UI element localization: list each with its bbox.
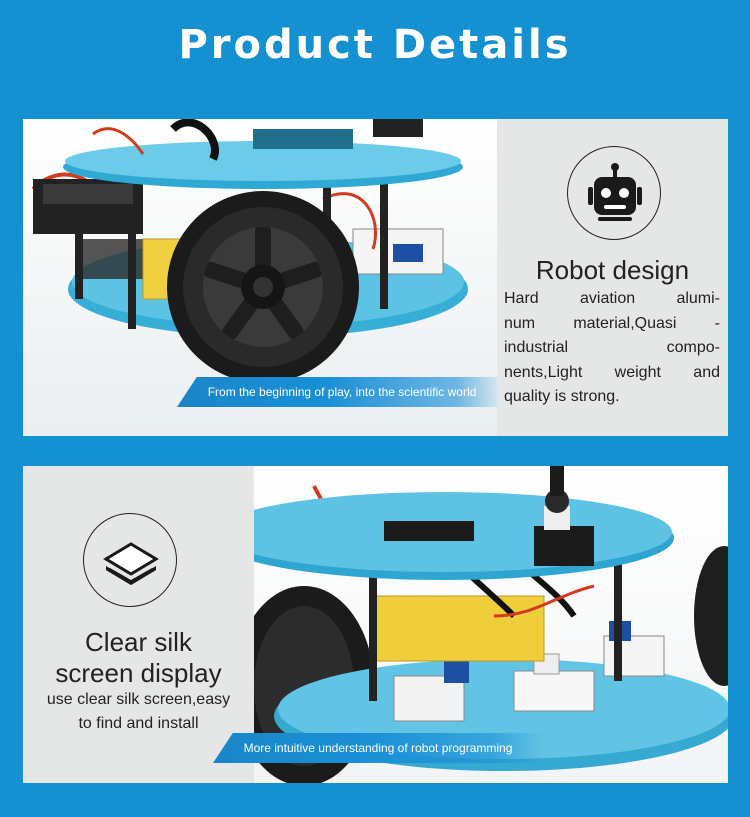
robot-car-front-photo [23, 119, 497, 436]
feature-panel-robot-design: From the beginning of play, into the sci… [23, 119, 728, 436]
feature-info-robot-design: Robot design Hard aviation alumi- num ma… [497, 119, 728, 436]
tagline-banner: From the beginning of play, into the sci… [177, 377, 507, 407]
tagline-text: From the beginning of play, into the sci… [207, 385, 477, 399]
page-title: Product Details [178, 22, 572, 68]
tagline-text: More intuitive understanding of robot pr… [243, 741, 513, 755]
feature-panel-silk-screen: Clear silk screen display use clear silk… [23, 466, 728, 783]
feature-title: Robot design [535, 255, 690, 285]
feature-description: use clear silk screen,easy to find and i… [46, 691, 231, 732]
feature-description: Hard aviation alumi- num material,Quasi … [504, 290, 720, 405]
feature-info-silk-screen: Clear silk screen display use clear silk… [23, 466, 254, 783]
feature-title: Clear silk screen display [55, 627, 222, 688]
robot-head-icon [567, 146, 661, 240]
layers-icon [83, 513, 177, 607]
tagline-banner: More intuitive understanding of robot pr… [213, 733, 543, 763]
